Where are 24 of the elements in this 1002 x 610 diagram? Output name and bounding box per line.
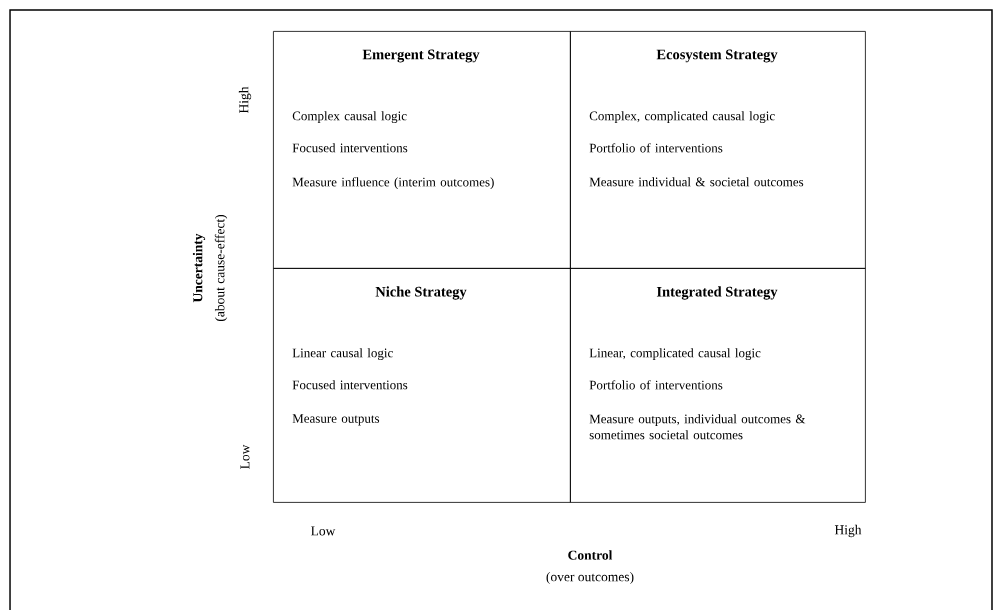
- strategy-item: Complex, complicated causal logic: [589, 111, 775, 123]
- quadrant-title: Niche Strategy: [375, 286, 467, 300]
- strategy-item: Measure outputs, individual outcomes & sometimes societal outcomes: [589, 414, 806, 440]
- quadrant-title: Integrated Strategy: [656, 286, 778, 300]
- strategy-item: Complex causal logic: [292, 111, 407, 123]
- axis-tick-label: High: [834, 524, 862, 538]
- strategy-item: Portfolio of interventions: [589, 143, 723, 153]
- strategy-item: Portfolio of interventions: [589, 380, 723, 390]
- quadrant-title: Ecosystem Strategy: [656, 49, 778, 63]
- axis-tick-label: Low: [311, 526, 336, 536]
- strategy-item: Measure individual & societal outcomes: [589, 177, 804, 187]
- strategy-item: Focused interventions: [292, 143, 408, 153]
- strategy-item: Linear causal logic: [292, 348, 393, 360]
- axis-title: Control: [568, 550, 613, 560]
- axis-subtitle: (about cause-effect): [214, 214, 228, 322]
- axis-tick-label: High: [238, 86, 252, 114]
- axis-title: Uncertainty: [192, 233, 206, 303]
- quadrant-title: Emergent Strategy: [362, 49, 480, 63]
- strategy-item: Measure influence (interim outcomes): [292, 177, 494, 190]
- axis-subtitle: (over outcomes): [546, 571, 634, 585]
- axis-tick-label: Low: [240, 444, 250, 469]
- strategy-item: Focused interventions: [292, 380, 408, 390]
- strategy-item: Linear, complicated causal logic: [589, 348, 761, 360]
- strategy-item: Measure outputs: [292, 414, 380, 426]
